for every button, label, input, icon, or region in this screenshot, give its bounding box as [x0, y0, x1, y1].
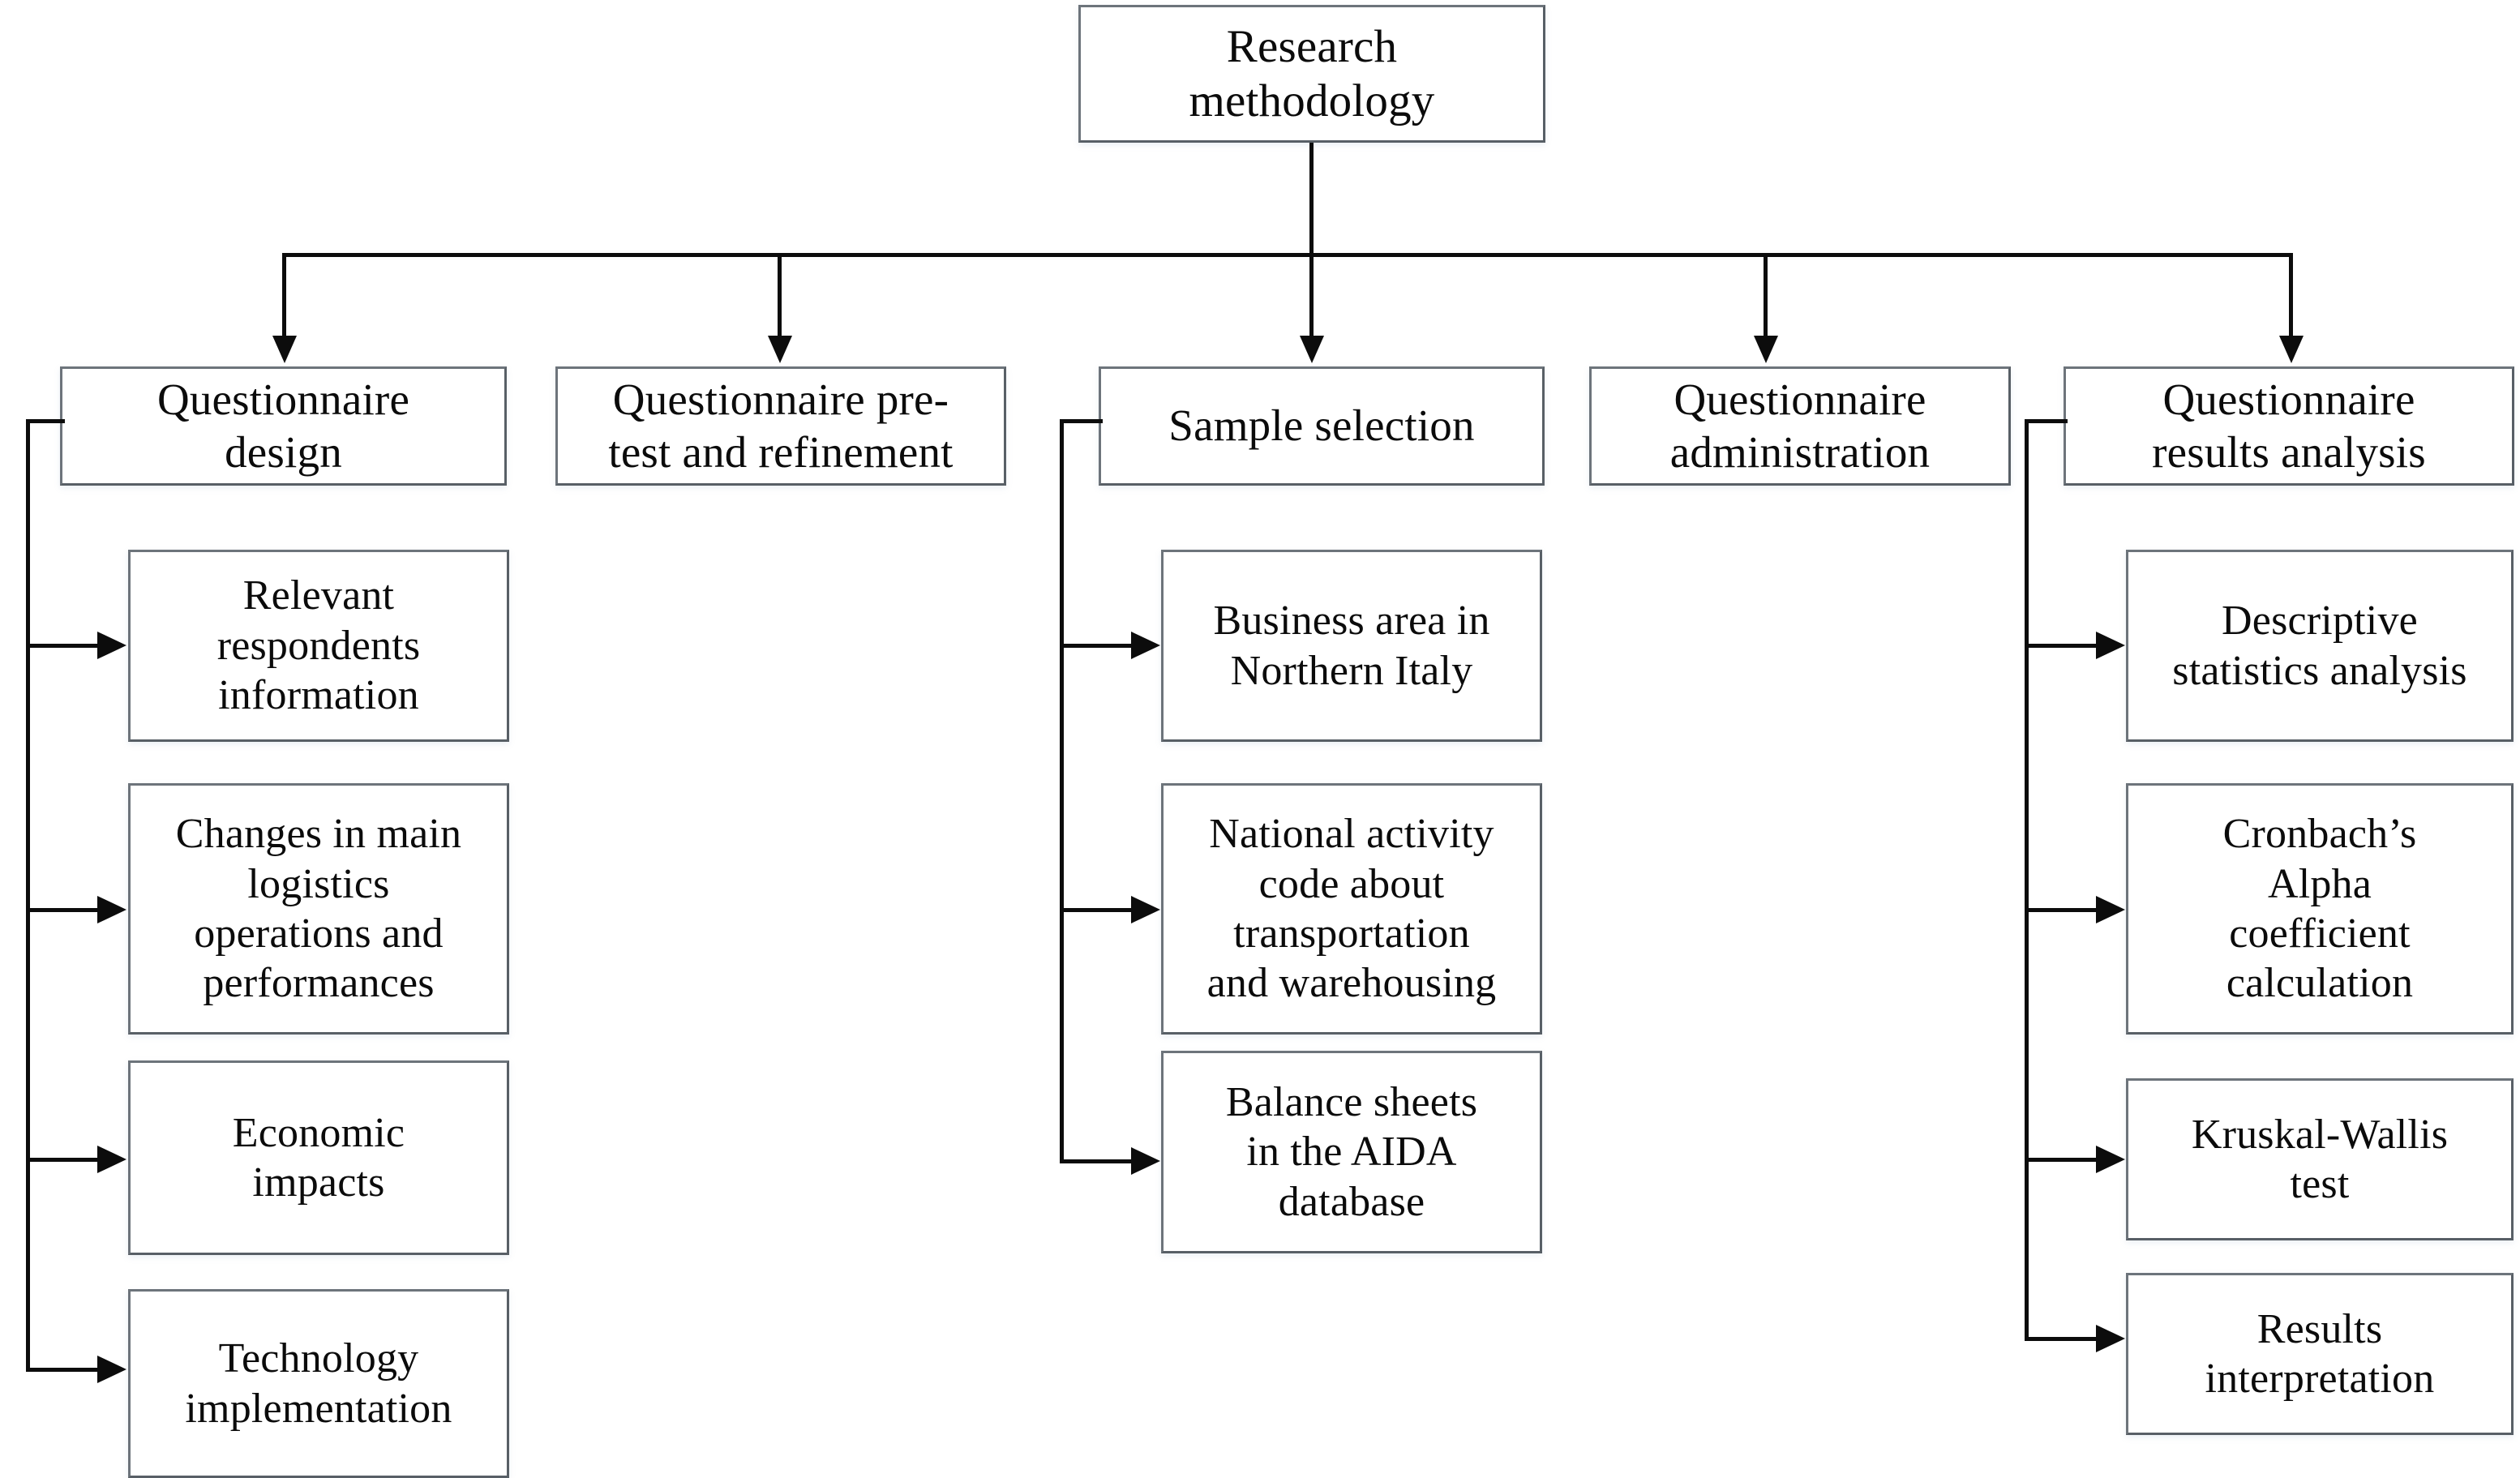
node-leaf-results-interpretation[interactable]: Results interpretation: [2126, 1273, 2514, 1435]
node-label: Kruskal-Wallis test: [2191, 1111, 2449, 1207]
arrowhead-right-col1-3: [97, 1146, 126, 1173]
node-leaf-business-area-northern-italy[interactable]: Business area in Northern Italy: [1161, 550, 1542, 742]
connector-col1-arm-3: [26, 1158, 99, 1162]
node-branch-questionnaire-pre-test[interactable]: Questionnaire pre- test and refinement: [555, 366, 1006, 486]
arrowhead-right-col3-2: [1131, 896, 1160, 923]
node-root-research-methodology[interactable]: Research methodology: [1078, 5, 1545, 143]
arrowhead-right-col3-3: [1131, 1147, 1160, 1175]
connector-col5-arm-2: [2025, 908, 2098, 912]
node-label: Balance sheets in the AIDA database: [1225, 1078, 1478, 1225]
arrowhead-down-2: [768, 336, 792, 363]
node-leaf-economic-impacts[interactable]: Economic impacts: [128, 1060, 509, 1255]
node-label: Questionnaire administration: [1669, 374, 1931, 477]
node-label: Cronbach’s Alpha coefficient calculation: [2222, 811, 2417, 1007]
connector-col1-arm-2: [26, 908, 99, 912]
connector-col3-arm-2: [1060, 908, 1133, 912]
connector-col3-arm-3: [1060, 1159, 1133, 1163]
connector-root-stem: [1309, 143, 1314, 256]
arrowhead-right-col3-1: [1131, 632, 1160, 659]
connector-col5-arm-3: [2025, 1158, 2098, 1162]
arrowhead-right-col5-1: [2096, 632, 2125, 659]
connector-col1-arm-1: [26, 644, 99, 648]
node-leaf-technology-implementation[interactable]: Technology implementation: [128, 1289, 509, 1478]
connector-col3-arm-1: [1060, 644, 1133, 648]
connector-drop-5: [2289, 253, 2293, 338]
arrowhead-right-col5-2: [2096, 896, 2125, 923]
connector-drop-2: [778, 253, 782, 338]
arrowhead-right-col1-4: [97, 1356, 126, 1383]
node-branch-sample-selection[interactable]: Sample selection: [1099, 366, 1545, 486]
connector-col1-spine: [26, 419, 30, 1370]
arrowhead-down-1: [272, 336, 297, 363]
node-label: Questionnaire design: [156, 374, 410, 477]
node-label: Changes in main logistics operations and…: [175, 811, 462, 1007]
node-leaf-relevant-respondents-information[interactable]: Relevant respondents information: [128, 550, 509, 742]
arrowhead-down-3: [1300, 336, 1324, 363]
arrowhead-right-col1-2: [97, 896, 126, 923]
connector-col1-arm-4: [26, 1368, 99, 1372]
node-label: National activity code about transportat…: [1206, 811, 1497, 1007]
connector-col5-arm-4: [2025, 1337, 2098, 1341]
connector-drop-3: [1309, 253, 1314, 338]
node-label: Results interpretation: [2205, 1305, 2435, 1402]
connector-col3-stub: [1060, 419, 1103, 423]
node-leaf-changes-in-main-logistics[interactable]: Changes in main logistics operations and…: [128, 783, 509, 1035]
node-branch-questionnaire-design[interactable]: Questionnaire design: [60, 366, 507, 486]
connector-distribution-bus: [282, 253, 2293, 257]
connector-col5-arm-1: [2025, 644, 2098, 648]
node-leaf-national-activity-code[interactable]: National activity code about transportat…: [1161, 783, 1542, 1035]
arrowhead-down-4: [1754, 336, 1778, 363]
arrowhead-right-col1-1: [97, 632, 126, 659]
node-label: Research methodology: [1189, 20, 1435, 126]
node-branch-questionnaire-administration[interactable]: Questionnaire administration: [1589, 366, 2011, 486]
node-leaf-cronbachs-alpha-coefficient[interactable]: Cronbach’s Alpha coefficient calculation: [2126, 783, 2514, 1035]
connector-col1-stub: [26, 419, 65, 423]
node-label: Descriptive statistics analysis: [2172, 598, 2467, 694]
node-label: Economic impacts: [232, 1109, 405, 1206]
connector-col5-stub: [2025, 419, 2068, 423]
connector-col5-spine: [2025, 419, 2029, 1339]
node-leaf-balance-sheets-aida-database[interactable]: Balance sheets in the AIDA database: [1161, 1051, 1542, 1253]
node-label: Relevant respondents information: [216, 572, 421, 719]
node-leaf-kruskal-wallis-test[interactable]: Kruskal-Wallis test: [2126, 1078, 2514, 1240]
arrowhead-down-5: [2279, 336, 2304, 363]
node-label: Questionnaire results analysis: [2152, 374, 2426, 477]
connector-drop-4: [1764, 253, 1768, 338]
connector-drop-1: [282, 253, 286, 338]
node-label: Technology implementation: [185, 1335, 452, 1432]
arrowhead-right-col5-4: [2096, 1325, 2125, 1352]
node-leaf-descriptive-statistics-analysis[interactable]: Descriptive statistics analysis: [2126, 550, 2514, 742]
arrowhead-right-col5-3: [2096, 1146, 2125, 1173]
connector-col3-spine: [1060, 419, 1064, 1163]
node-label: Questionnaire pre- test and refinement: [608, 374, 954, 477]
node-label: Business area in Northern Italy: [1213, 598, 1490, 694]
node-label: Sample selection: [1168, 401, 1475, 451]
node-branch-questionnaire-results-analysis[interactable]: Questionnaire results analysis: [2064, 366, 2514, 486]
